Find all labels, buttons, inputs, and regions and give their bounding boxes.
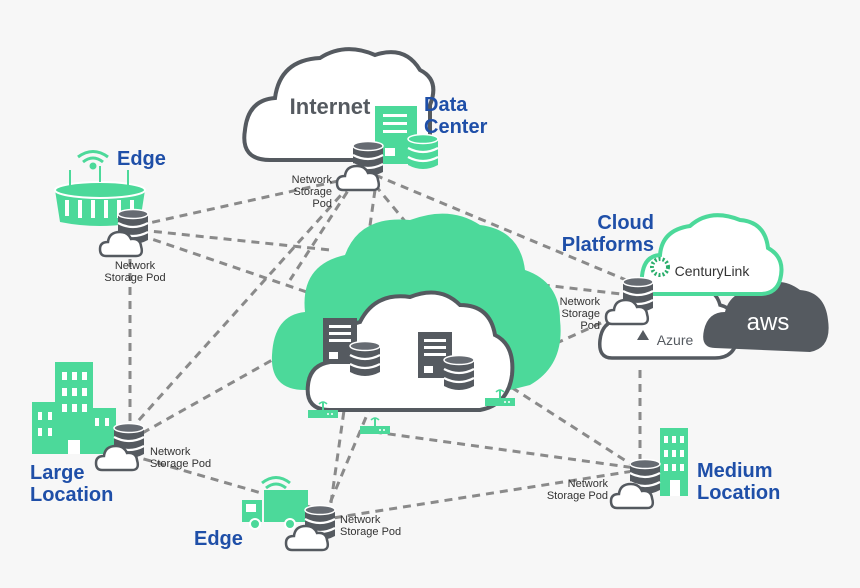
pod-label-large: Network Storage Pod — [150, 446, 230, 470]
azure-label: Azure — [657, 332, 694, 348]
pod-label-cloud: Network Storage Pod — [546, 296, 600, 332]
centurylink-cloud-icon — [639, 213, 784, 296]
cloud-platforms-label-line1: Cloud — [597, 212, 654, 234]
pod-label-line: Network — [150, 446, 191, 458]
large-location-label: Large Location — [30, 462, 113, 506]
medium-building-icon — [660, 428, 688, 496]
data-center-label-line1: Data — [424, 94, 468, 116]
data-center-database-icon — [407, 133, 439, 169]
pod-label-line: Network — [114, 260, 156, 272]
centurylink-logo-icon — [650, 257, 670, 277]
pod-label-line: Network — [340, 514, 381, 526]
pod-label-line: Pod — [580, 320, 600, 332]
pod-label-line: Storage Pod — [546, 490, 608, 502]
wifi-icon — [77, 150, 109, 170]
data-center-label: Data Center — [424, 94, 487, 138]
internet-label: Internet — [290, 94, 371, 119]
large-location-label-line2: Location — [30, 484, 114, 506]
aws-label: aws — [747, 309, 790, 336]
edge-top-label: Edge — [117, 148, 166, 170]
pod-label-line: Storage Pod — [340, 526, 402, 538]
pod-label-line: Storage — [293, 186, 332, 198]
azure-logo-icon — [637, 330, 649, 340]
truck-icon — [242, 490, 308, 530]
medium-location-label-line1: Medium — [697, 460, 773, 482]
large-location-label-line1: Large — [30, 462, 85, 484]
pod-label-line: Network — [291, 174, 332, 186]
pod-label-edge-top: Network Storage Pod — [96, 260, 174, 284]
pod-label-line: Pod — [312, 198, 332, 210]
data-center-label-line2: Center — [424, 116, 488, 138]
pod-label-line: Storage — [561, 308, 600, 320]
pod-label-line: Storage Pod — [104, 272, 166, 284]
aws-cloud-icon — [703, 281, 829, 352]
pod-label-line: Network — [567, 478, 608, 490]
pod-label-medium: Network Storage Pod — [528, 478, 608, 502]
pod-label-line: Storage Pod — [150, 458, 212, 470]
pod-label-line: Network — [559, 296, 600, 308]
centurylink-label: CenturyLink — [675, 263, 751, 279]
cloud-platforms-label-line2: Platforms — [561, 234, 654, 256]
pod-label-edge-bottom: Network Storage Pod — [340, 514, 420, 538]
wifi-icon — [261, 476, 291, 490]
medium-location-label-line2: Location — [697, 482, 781, 504]
cloud-platforms-label: Cloud Platforms — [548, 212, 654, 256]
medium-location-label: Medium Location — [697, 460, 780, 504]
edge-bottom-label: Edge — [194, 528, 243, 550]
pod-label-internet: Network Storage Pod — [276, 174, 332, 210]
